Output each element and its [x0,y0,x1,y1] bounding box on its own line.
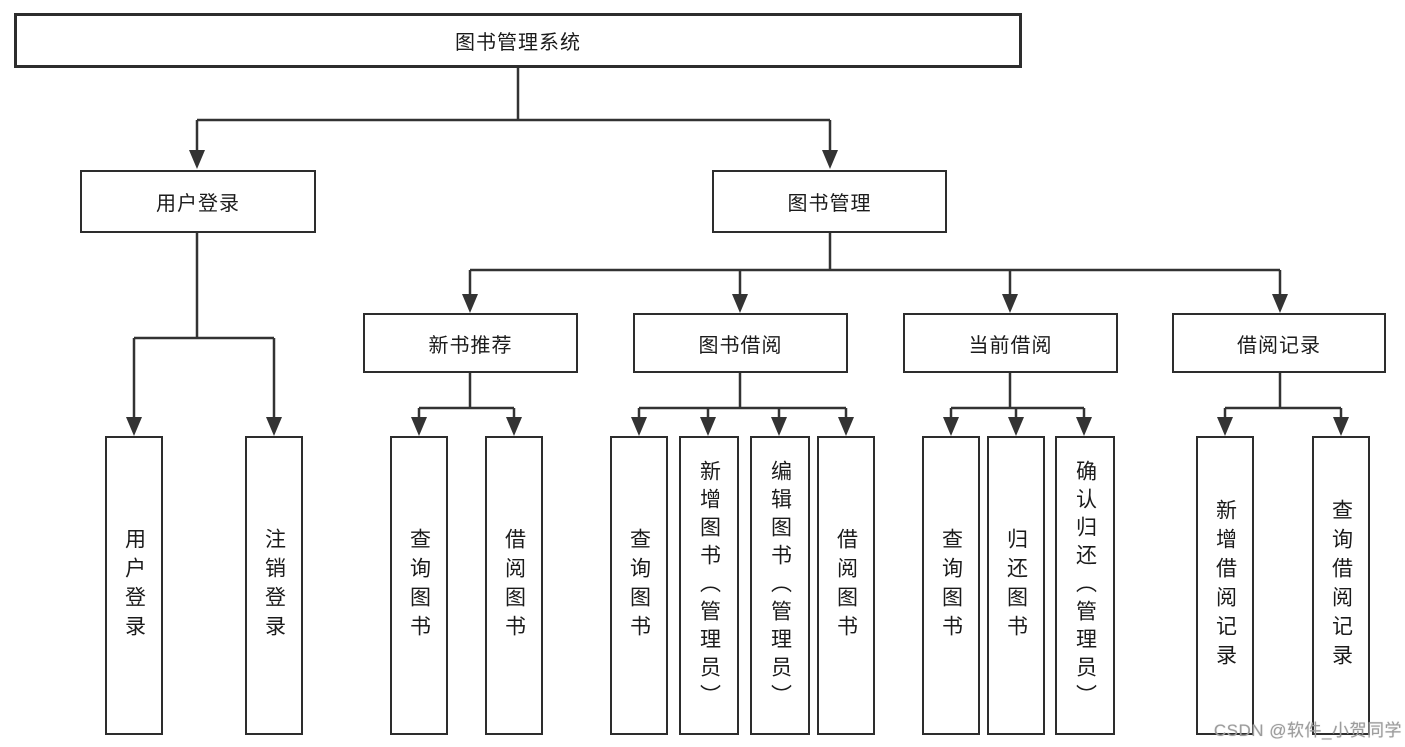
node-borrow-records: 借阅记录 [1172,313,1386,373]
leaf-add-book-admin: 新增图书（管理员） [679,436,739,735]
leaf-logout: 注销登录 [245,436,303,735]
connector-current-borrow-children [949,373,1086,418]
node-book-borrow: 图书借阅 [633,313,848,373]
connector-book-borrow-children [637,373,848,418]
node-user-login: 用户登录 [80,170,316,233]
connector-user-login-children [132,233,276,418]
node-new-book-recommend: 新书推荐 [363,313,578,373]
leaf-confirm-return-admin: 确认归还（管理员） [1055,436,1115,735]
connector-new-book-children [417,373,516,418]
leaf-borrow-books-recommend: 借阅图书 [485,436,543,735]
leaf-query-books-recommend: 查询图书 [390,436,448,735]
leaf-return-book: 归还图书 [987,436,1045,735]
leaf-user-login: 用户登录 [105,436,163,735]
connector-book-management-children [468,233,1282,296]
csdn-watermark: CSDN @软件_小贺同学 [1213,721,1402,740]
connector-root [195,68,832,152]
leaf-edit-book-admin: 编辑图书（管理员） [750,436,810,735]
leaf-query-books-current: 查询图书 [922,436,980,735]
node-book-management: 图书管理 [712,170,947,233]
leaf-borrow-books: 借阅图书 [817,436,875,735]
leaf-query-books-borrow: 查询图书 [610,436,668,735]
node-root: 图书管理系统 [14,13,1022,68]
leaf-query-borrow-record: 查询借阅记录 [1312,436,1370,735]
leaf-add-borrow-record: 新增借阅记录 [1196,436,1254,735]
node-current-borrow: 当前借阅 [903,313,1118,373]
connector-borrow-records-children [1223,373,1343,418]
